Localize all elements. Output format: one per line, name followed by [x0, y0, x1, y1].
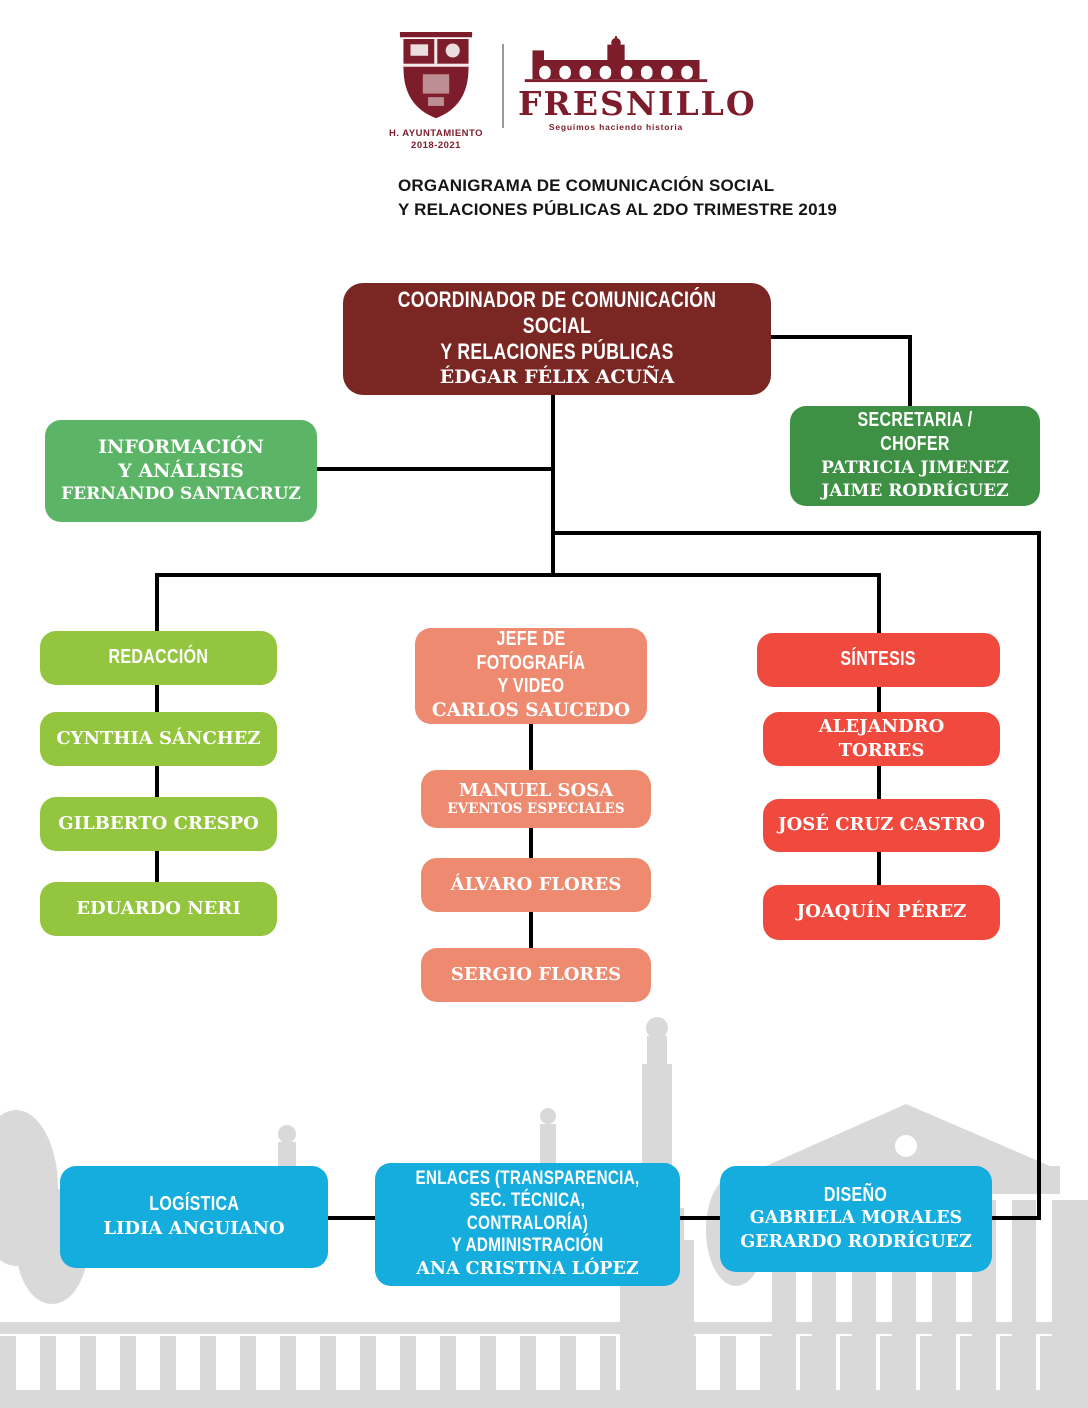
- node-diseno-title: DISEÑO: [824, 1183, 888, 1206]
- brand-tagline: Seguimos haciendo historia: [548, 122, 684, 132]
- balustrade-base: [0, 1390, 1088, 1408]
- node-sintesis-head: SÍNTESIS: [757, 633, 1000, 687]
- member-name: ÁLVARO FLORES: [450, 873, 622, 895]
- member-name: EDUARDO NERI: [76, 897, 241, 919]
- coat-of-arms-block: H. AYUNTAMIENTO 2018-2021: [388, 32, 484, 153]
- node-logistica-title: LOGÍSTICA: [149, 1193, 239, 1216]
- node-enlaces-title: ENLACES (TRANSPARENCIA, SEC. TÉCNICA, CO…: [415, 1167, 640, 1257]
- balustrade-columns: [0, 1336, 1088, 1392]
- balustrade-rail: [0, 1322, 1088, 1334]
- member-name: ALEJANDRO TORRES: [818, 715, 945, 761]
- node-fotografia-title: JEFE DE FOTOGRAFÍA Y VIDEO: [476, 628, 586, 698]
- connector-col3-spine: [877, 660, 881, 892]
- node-informacion-title: INFORMACIÓN Y ANÁLISIS: [98, 435, 264, 482]
- node-secretaria-names: PATRICIA JIMENEZ JAIME RODRÍGUEZ: [821, 457, 1009, 501]
- node-fotografia-name: CARLOS SAUCEDO: [431, 699, 631, 721]
- node-redaccion-member-1: CYNTHIA SÁNCHEZ: [40, 712, 277, 766]
- node-coordinador-name: ÉDGAR FÉLIX ACUÑA: [439, 366, 675, 389]
- node-sintesis-member-1: ALEJANDRO TORRES: [763, 712, 1000, 766]
- connector-right-v: [1037, 531, 1041, 1220]
- node-fotografia-member-1: MANUEL SOSA EVENTOS ESPECIALES: [421, 770, 651, 828]
- connector-secretaria-h: [770, 335, 912, 339]
- node-informacion: INFORMACIÓN Y ANÁLISIS FERNANDO SANTACRU…: [45, 420, 317, 522]
- node-sintesis-member-2: JOSÉ CRUZ CASTRO: [763, 799, 1000, 852]
- node-diseno: DISEÑO GABRIELA MORALES GERARDO RODRÍGUE…: [720, 1166, 992, 1272]
- logo-divider: [502, 44, 504, 128]
- member-name: MANUEL SOSA: [458, 780, 614, 802]
- member-name: JOAQUÍN PÉREZ: [796, 901, 967, 923]
- document-title: ORGANIGRAMA DE COMUNICACIÓN SOCIAL Y REL…: [398, 176, 838, 219]
- crest-caption: H. AYUNTAMIENTO 2018-2021: [388, 128, 484, 152]
- member-subtitle: EVENTOS ESPECIALES: [447, 800, 625, 817]
- node-redaccion-member-3: EDUARDO NERI: [40, 882, 277, 936]
- connector-informacion: [316, 467, 553, 471]
- node-logistica-name: LIDIA ANGUIANO: [103, 1217, 285, 1239]
- node-fotografia-member-2: ÁLVARO FLORES: [421, 858, 651, 912]
- connector-coordinator-drop: [551, 393, 555, 577]
- connector-secretaria-v: [908, 335, 912, 408]
- node-coordinador-title: COORDINADOR DE COMUNICACIÓN SOCIAL Y REL…: [397, 287, 717, 365]
- connector-col1-spine: [155, 660, 159, 892]
- node-redaccion-title: REDACCIÓN: [108, 646, 209, 669]
- node-enlaces-name: ANA CRISTINA LÓPEZ: [416, 1258, 639, 1279]
- member-name: JOSÉ CRUZ CASTRO: [778, 814, 985, 836]
- connector-distribution: [155, 573, 881, 577]
- member-name: CYNTHIA SÁNCHEZ: [56, 727, 261, 749]
- node-informacion-name: FERNANDO SANTACRUZ: [61, 484, 301, 505]
- node-diseno-names: GABRIELA MORALES GERARDO RODRÍGUEZ: [740, 1208, 972, 1252]
- connector-right-h: [553, 531, 1041, 535]
- brand-wordmark: FRESNILLO: [518, 84, 757, 123]
- connector-col1-drop: [155, 573, 159, 635]
- node-enlaces: ENLACES (TRANSPARENCIA, SEC. TÉCNICA, CO…: [375, 1163, 680, 1286]
- node-secretaria-title: SECRETARIA / CHOFER: [857, 409, 973, 456]
- member-name: SERGIO FLORES: [450, 963, 622, 985]
- node-fotografia-member-3: SERGIO FLORES: [421, 948, 651, 1002]
- node-secretaria: SECRETARIA / CHOFER PATRICIA JIMENEZ JAI…: [790, 406, 1040, 506]
- node-logistica: LOGÍSTICA LIDIA ANGUIANO: [60, 1166, 328, 1268]
- coat-of-arms-icon: [399, 32, 473, 119]
- node-redaccion-head: REDACCIÓN: [40, 631, 277, 685]
- fresnillo-building-icon: [524, 36, 708, 83]
- connector-col3-drop: [877, 573, 881, 637]
- node-coordinador: COORDINADOR DE COMUNICACIÓN SOCIAL Y REL…: [343, 283, 771, 395]
- node-sintesis-title: SÍNTESIS: [840, 648, 917, 671]
- connector-col2-spine: [529, 700, 533, 976]
- fresnillo-logo-block: FRESNILLO Seguimos haciendo historia: [518, 36, 757, 132]
- node-sintesis-member-3: JOAQUÍN PÉREZ: [763, 885, 1000, 940]
- member-name: GILBERTO CRESPO: [58, 812, 259, 834]
- node-fotografia-head: JEFE DE FOTOGRAFÍA Y VIDEO CARLOS SAUCED…: [415, 628, 647, 724]
- node-redaccion-member-2: GILBERTO CRESPO: [40, 797, 277, 851]
